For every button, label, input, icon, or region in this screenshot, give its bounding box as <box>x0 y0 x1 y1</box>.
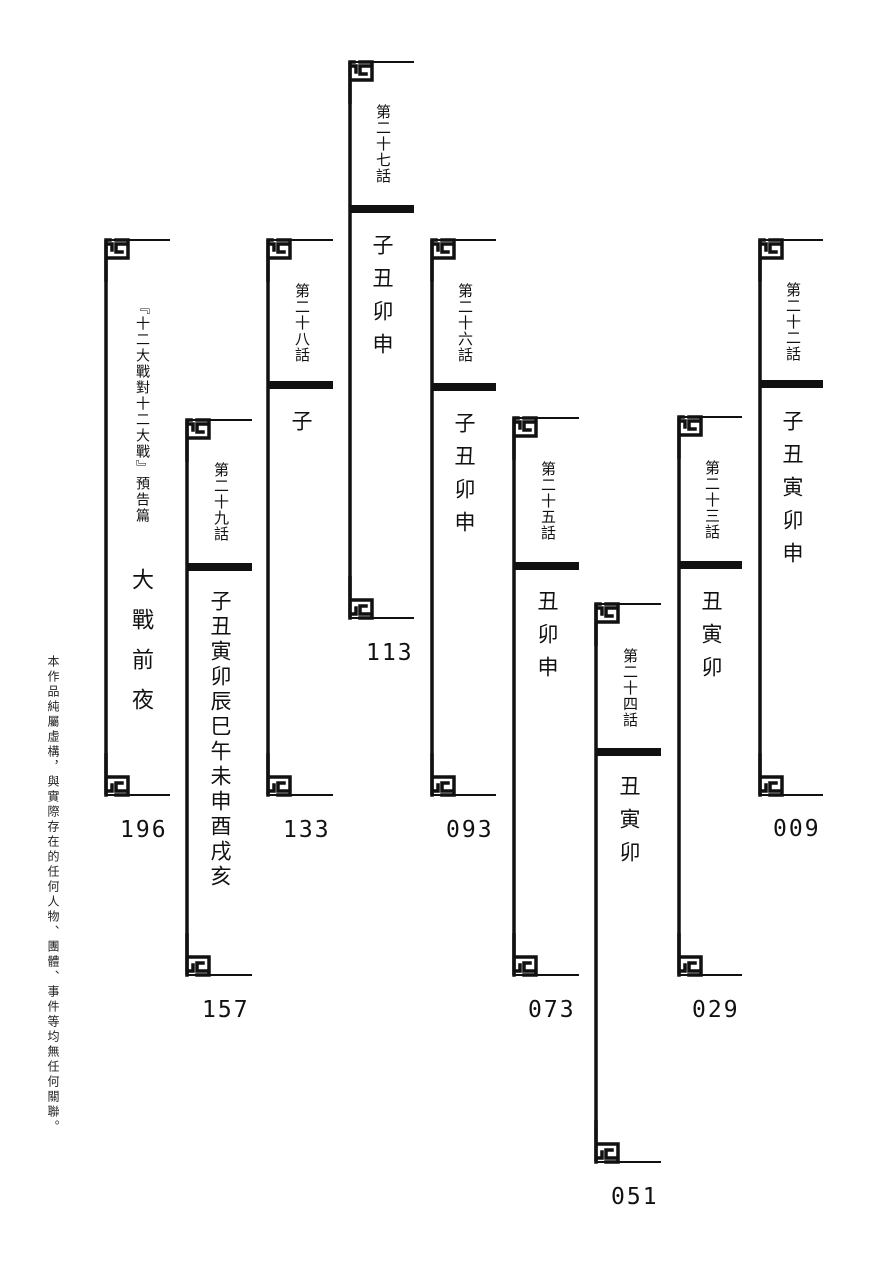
disclaimer-text: 本作品純屬虛構，與實際存在的任何人物、團體、事件等均無任何關聯。 <box>46 655 60 1135</box>
page-number: 133 <box>283 817 331 843</box>
chapter-label: 第二十三話 <box>703 460 721 540</box>
page-number: 029 <box>692 997 740 1023</box>
chapter-title: 丑寅卯 <box>699 590 723 689</box>
chapter-label: 第二十四話 <box>621 648 639 728</box>
page-number: 073 <box>528 997 576 1023</box>
chapter-title: 丑寅卯 <box>617 775 641 874</box>
chapter-label: 第二十六話 <box>456 283 474 363</box>
page-number: 157 <box>202 997 250 1023</box>
chapter-label: 第二十八話 <box>293 283 311 363</box>
chapter-title: 子丑寅卯辰巳午未申酉戌亥 <box>208 590 232 890</box>
chapter-label: 第二十二話 <box>784 282 802 362</box>
page-number: 051 <box>611 1184 659 1210</box>
chapter-title: 子 <box>289 410 313 443</box>
page-number: 009 <box>773 816 821 842</box>
page-number: 196 <box>120 817 168 843</box>
preview-subtitle: 『十二大戰對十二大戰』預告篇 <box>134 300 150 524</box>
chapter-title: 丑卯申 <box>535 590 559 689</box>
chapter-title: 子丑卯申 <box>370 234 394 366</box>
chapter-label: 第二十九話 <box>212 462 230 542</box>
chapter-label: 第二十七話 <box>374 104 392 184</box>
chapter-title: 大戰前夜 <box>128 568 153 728</box>
chapter-title: 子丑寅卯申 <box>780 410 804 575</box>
page-number: 093 <box>446 817 494 843</box>
chapter-title: 子丑卯申 <box>452 412 476 544</box>
page-number: 113 <box>366 640 414 666</box>
chapter-label: 第二十五話 <box>539 461 557 541</box>
